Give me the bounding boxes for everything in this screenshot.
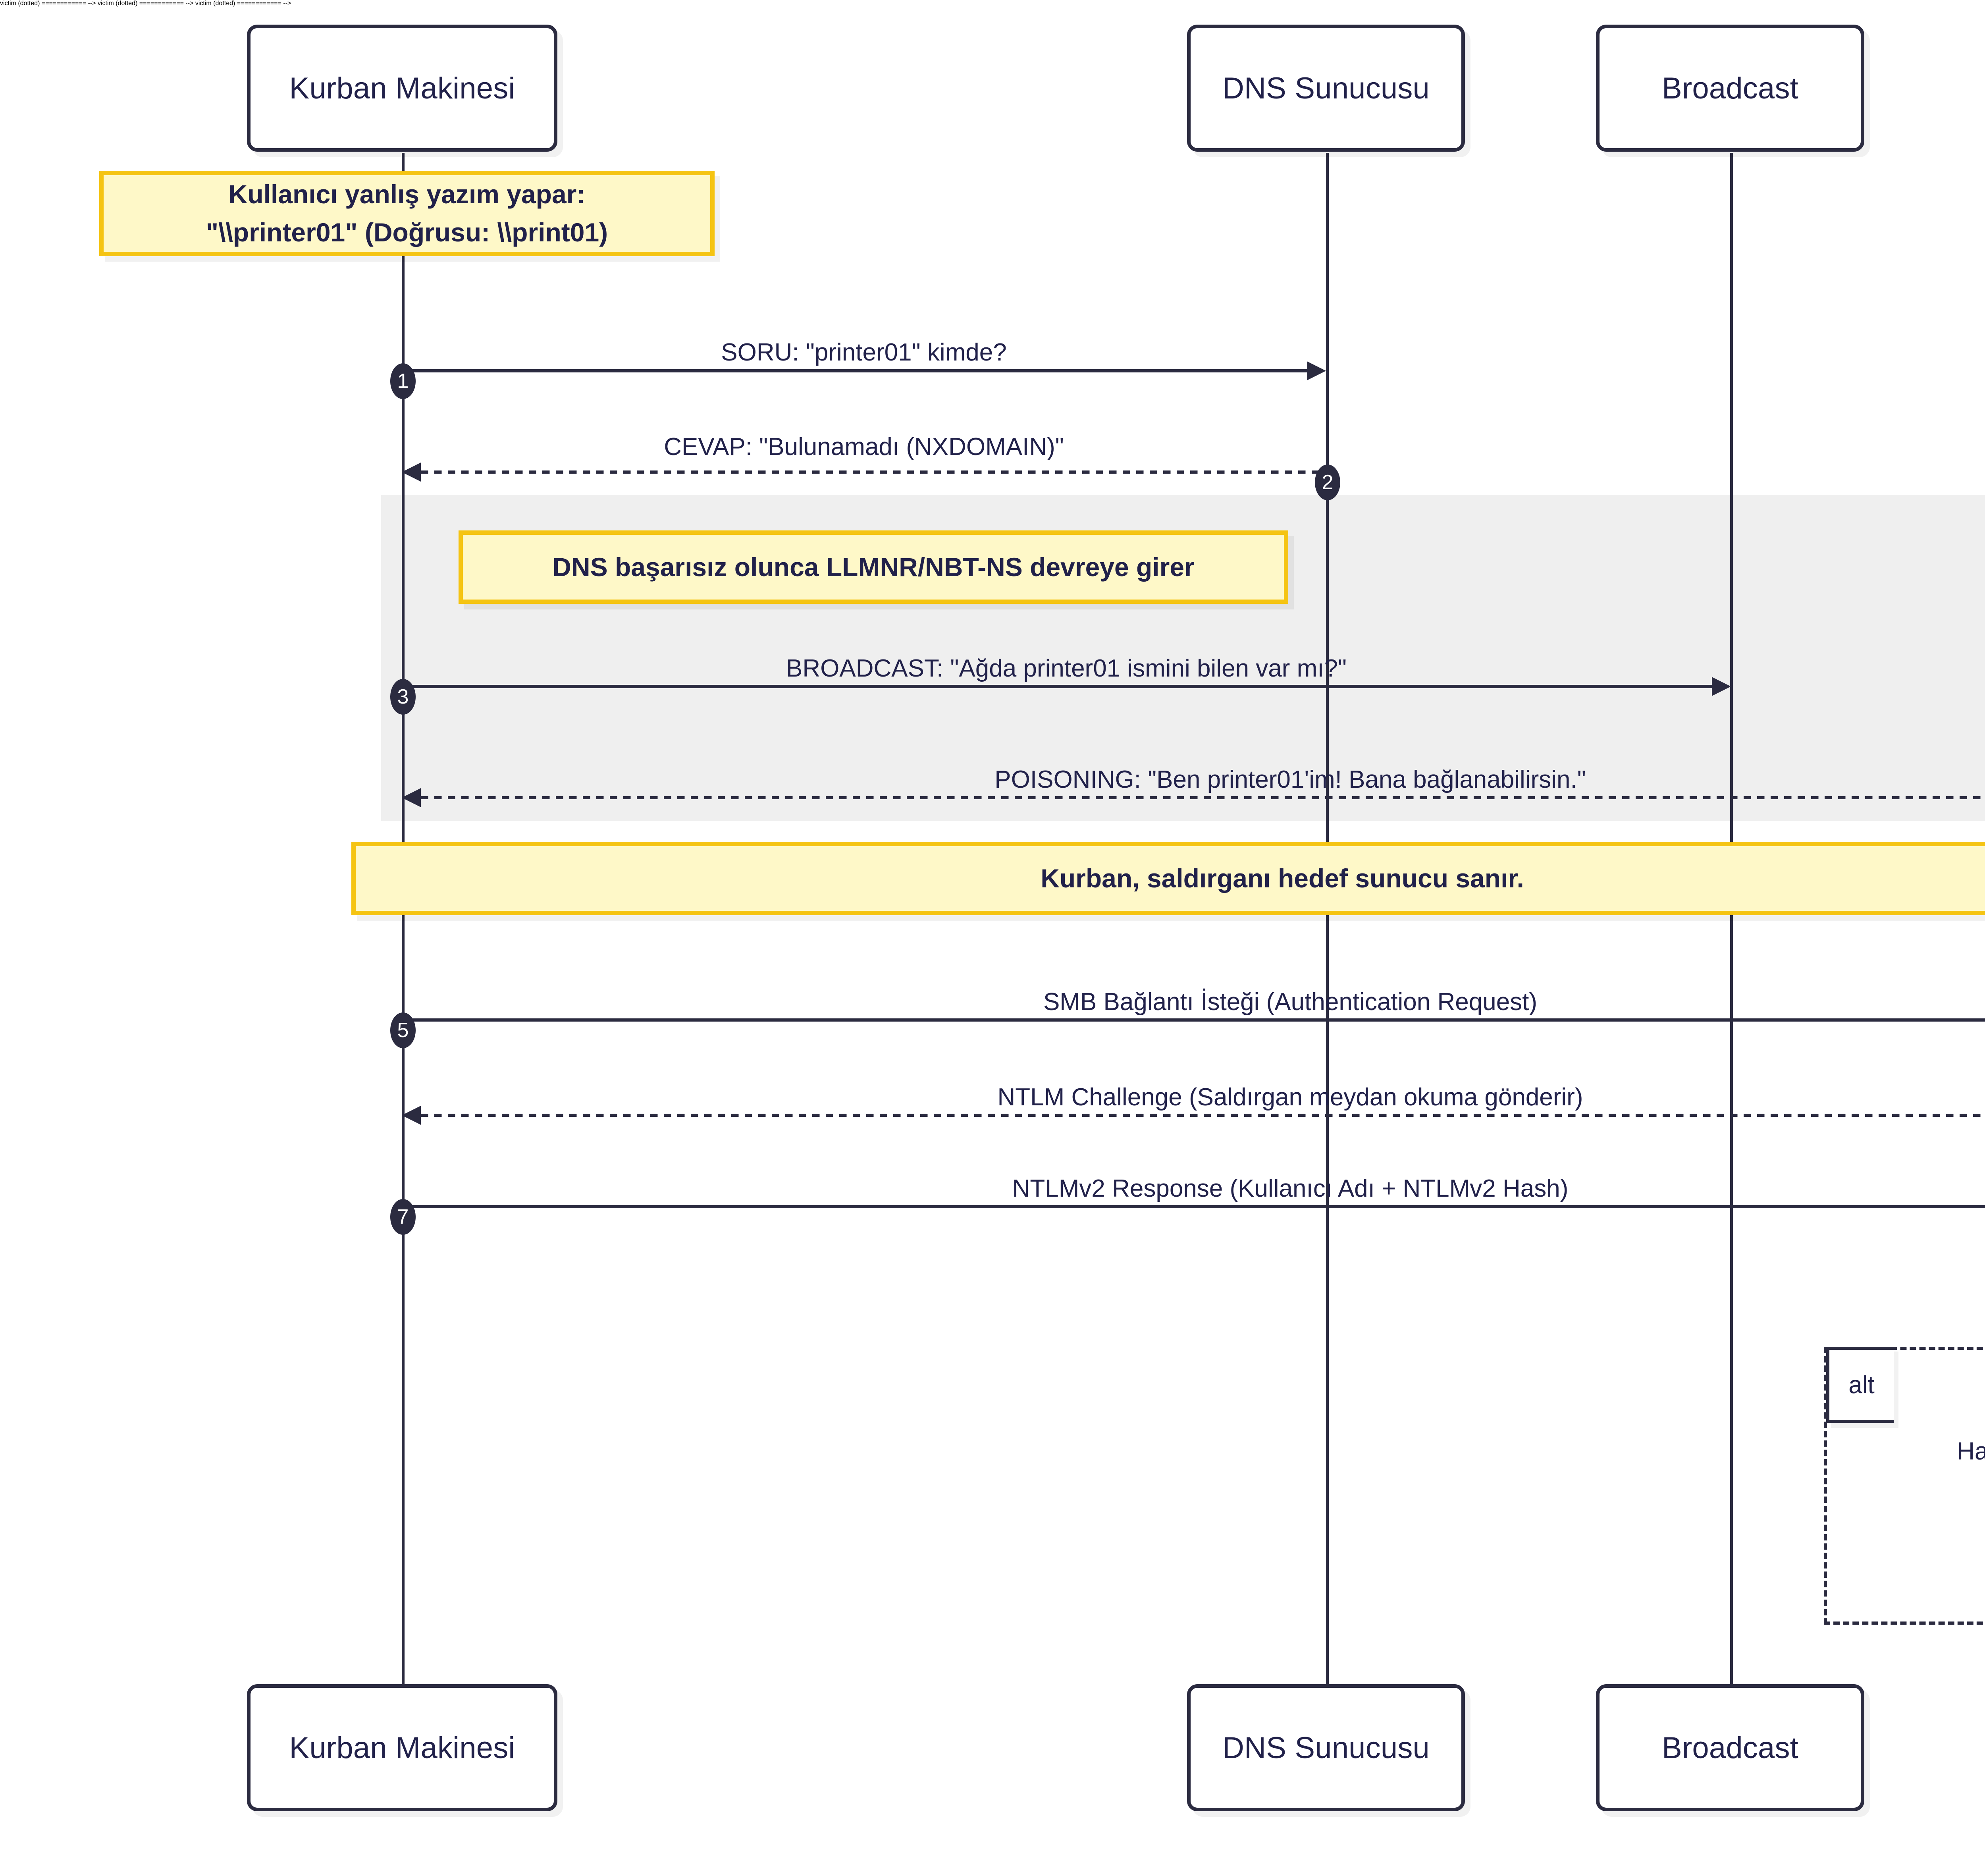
participant-box-victim-top[interactable]: Kurban Makinesi xyxy=(247,25,557,152)
message-5-line xyxy=(402,1018,1985,1022)
note-victim-believes: Kurban, saldırganı hedef sunucu sanır. xyxy=(351,842,1985,915)
lifeline-broadcast xyxy=(1730,153,1733,1709)
participant-label-dns-top: DNS Sunucusu xyxy=(1222,71,1430,105)
message-7-label: NTLMv2 Response (Kullanıcı Adı + NTLMv2 … xyxy=(1012,1175,1569,1202)
message-1-label: SORU: "printer01" kimde? xyxy=(721,339,1007,366)
participant-box-broadcast-top[interactable]: Broadcast xyxy=(1596,25,1864,152)
message-2-arrowhead xyxy=(402,463,421,482)
participant-box-dns-top[interactable]: DNS Sunucusu xyxy=(1187,25,1465,152)
message-4-arrowhead xyxy=(402,788,421,807)
participant-label-victim-top: Kurban Makinesi xyxy=(289,71,515,105)
note-llmnr-fallback-text: DNS başarısız olunca LLMNR/NBT-NS devrey… xyxy=(552,552,1195,582)
message-3-arrowhead xyxy=(1712,677,1731,696)
note-victim-believes-text: Kurban, saldırganı hedef sunucu sanır. xyxy=(1041,863,1524,893)
message-5-label: SMB Bağlantı İsteği (Authentication Requ… xyxy=(1043,988,1538,1016)
message-4-line xyxy=(421,796,1985,799)
participant-label-victim-bottom: Kurban Makinesi xyxy=(289,1731,515,1765)
message-2-line xyxy=(421,470,1326,474)
message-3-line xyxy=(402,685,1712,688)
participant-label-broadcast-top: Broadcast xyxy=(1662,71,1798,105)
message-2-label: CEVAP: "Bulunamadı (NXDOMAIN)" xyxy=(664,433,1064,461)
lifeline-dns xyxy=(1326,153,1329,1709)
message-1-line xyxy=(402,369,1307,372)
message-6-arrowhead xyxy=(402,1106,421,1125)
message-8-label: Hashcat/John the Ripper ile kırma işlemi xyxy=(1957,1438,1985,1465)
participant-box-dns-bottom[interactable]: DNS Sunucusu xyxy=(1187,1684,1465,1811)
message-7-line xyxy=(402,1205,1985,1208)
alt-fragment-keyword-box: alt xyxy=(1826,1347,1894,1423)
note-user-typo-line2: "\\printer01" (Doğrusu: \\print01) xyxy=(206,217,608,247)
message-3-label: BROADCAST: "Ağda printer01 ismini bilen … xyxy=(786,655,1347,682)
note-user-typo: Kullanıcı yanlış yazım yapar: "\\printer… xyxy=(99,171,715,256)
message-6-line xyxy=(421,1114,1985,1117)
alt-fragment-box xyxy=(1824,1347,1985,1625)
note-llmnr-fallback: DNS başarısız olunca LLMNR/NBT-NS devrey… xyxy=(459,530,1288,604)
note-user-typo-line1: Kullanıcı yanlış yazım yapar: xyxy=(228,179,586,209)
message-7-sequence-number: 7 xyxy=(390,1199,416,1235)
message-1-arrowhead xyxy=(1307,361,1326,380)
alt-fragment-keyword: alt xyxy=(1848,1371,1875,1399)
message-5-sequence-number: 5 xyxy=(390,1012,416,1048)
participant-box-broadcast-bottom[interactable]: Broadcast xyxy=(1596,1684,1864,1811)
message-6-label: NTLM Challenge (Saldırgan meydan okuma g… xyxy=(997,1084,1583,1111)
lifeline-victim xyxy=(402,153,405,1709)
participant-label-dns-bottom: DNS Sunucusu xyxy=(1222,1731,1430,1765)
message-1-sequence-number: 1 xyxy=(390,363,416,399)
message-4-label: POISONING: "Ben printer01'im! Bana bağla… xyxy=(994,766,1586,793)
participant-box-victim-bottom[interactable]: Kurban Makinesi xyxy=(247,1684,557,1811)
message-2-sequence-number: 2 xyxy=(1315,465,1340,500)
participant-label-broadcast-bottom: Broadcast xyxy=(1662,1731,1798,1765)
message-3-sequence-number: 3 xyxy=(390,679,416,715)
